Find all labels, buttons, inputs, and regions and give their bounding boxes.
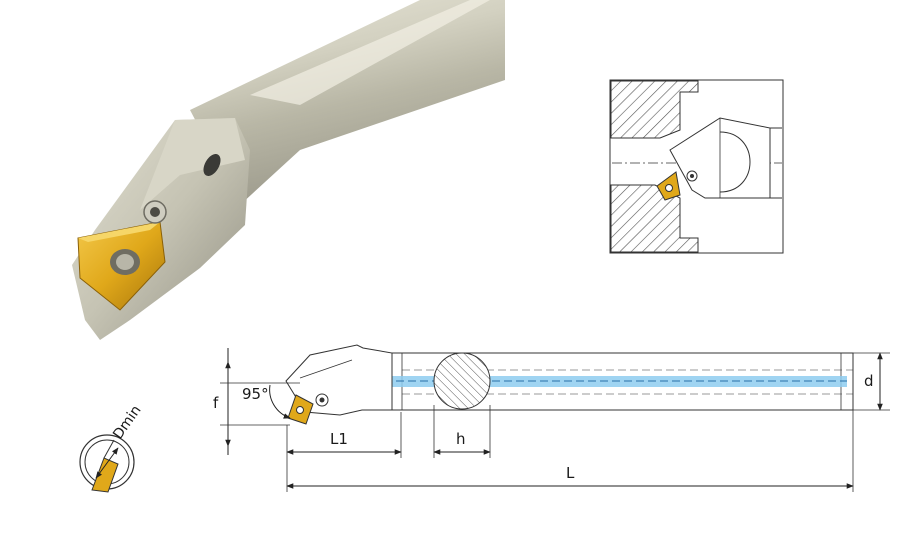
tool-rendering: [72, 0, 505, 340]
coolant-hole: [203, 154, 221, 176]
label-l: L: [566, 464, 575, 482]
tool-shank: [190, 0, 505, 205]
coolant-channel: [372, 376, 847, 387]
label-l1: L1: [330, 430, 348, 448]
label-dmin: Dmin: [110, 403, 144, 443]
dmin-detail: Dmin: [79, 403, 145, 493]
label-f: f: [213, 394, 219, 412]
drawing-head: [285, 344, 393, 416]
section-view: [609, 79, 784, 254]
shank-section: [433, 352, 491, 410]
label-h: h: [456, 430, 466, 448]
technical-drawing: f 95° L1 h L d: [213, 344, 890, 492]
label-angle: 95°: [242, 385, 269, 403]
label-d: d: [864, 372, 874, 390]
